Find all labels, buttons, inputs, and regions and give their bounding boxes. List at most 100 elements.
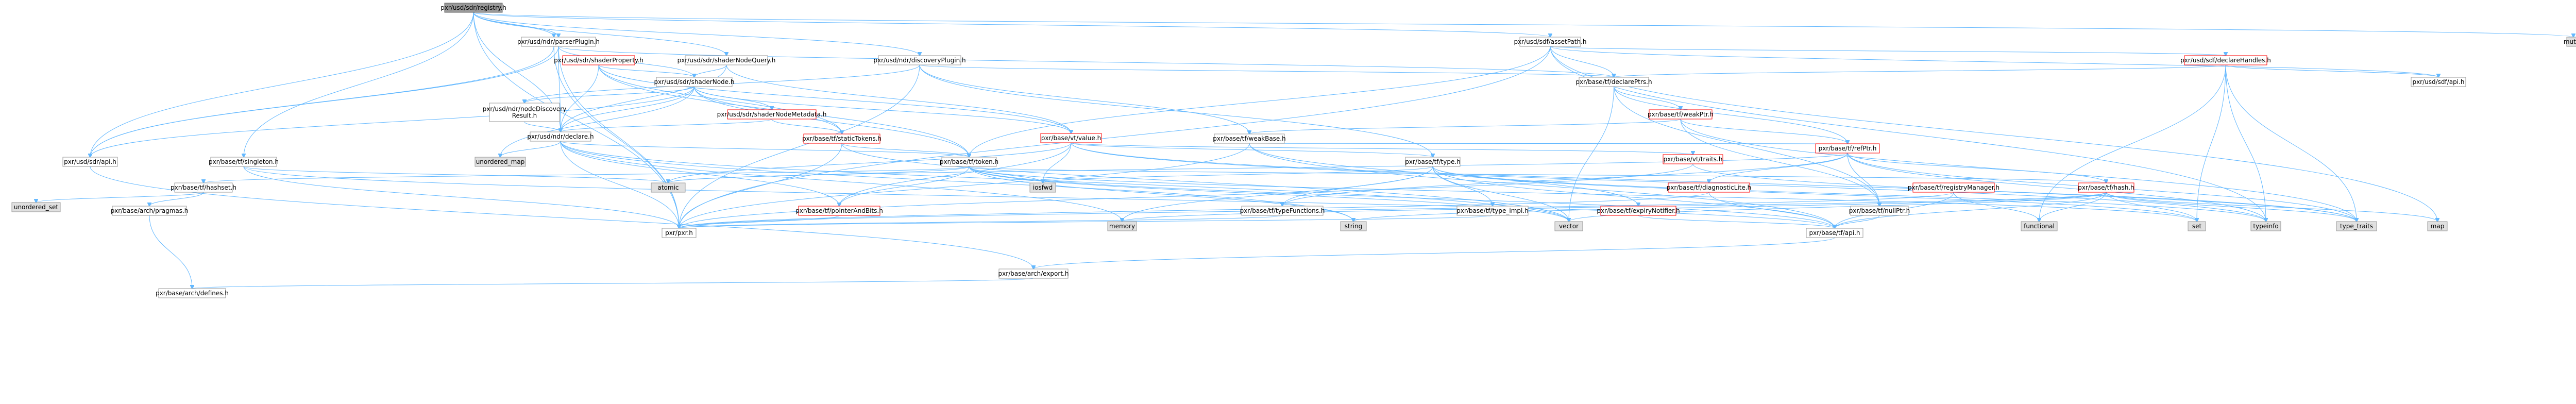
node-mutex[interactable]: mutex bbox=[2564, 37, 2576, 47]
node-tf_token[interactable]: pxr/base/tf/token.h bbox=[940, 157, 998, 167]
node-sdr_shaderNode[interactable]: pxr/usd/sdr/shaderNode.h bbox=[654, 77, 735, 87]
node-registry[interactable]: pxr/usd/sdr/registry.h bbox=[440, 3, 506, 13]
edge-sdr_shaderNodeQuery-to-sdr_shaderNode bbox=[694, 64, 727, 77]
node-box bbox=[210, 157, 277, 167]
node-diagnosticLite[interactable]: pxr/base/tf/diagnosticLite.h bbox=[1667, 182, 1752, 193]
node-label: pxr/base/tf/declarePtrs.h bbox=[1575, 78, 1652, 86]
node-functional[interactable]: functional bbox=[2021, 221, 2058, 231]
node-typeinfo[interactable]: typeinfo bbox=[2250, 221, 2281, 231]
node-singleton[interactable]: pxr/base/tf/singleton.h bbox=[209, 157, 279, 167]
edge-sdr_shaderNode-to-sdr_api bbox=[90, 86, 694, 157]
node-pxr[interactable]: pxr/pxr.h bbox=[662, 228, 697, 238]
node-nullPtr[interactable]: pxr/base/tf/nullPtr.h bbox=[1849, 206, 1910, 216]
edge-declareHandles-to-sdf_api bbox=[2225, 64, 2438, 77]
node-sdr_api[interactable]: pxr/usd/sdr/api.h bbox=[62, 157, 118, 167]
edge-sdr_shaderProperty-to-ndr_declare bbox=[561, 64, 599, 132]
node-box bbox=[1405, 157, 1461, 167]
node-box bbox=[158, 288, 226, 298]
node-typeFunctions[interactable]: pxr/base/tf/typeFunctions.h bbox=[1240, 206, 1325, 216]
node-box bbox=[2566, 37, 2576, 47]
node-label: pxr/usd/ndr/nodeDiscovery bbox=[483, 106, 567, 113]
node-box bbox=[1663, 154, 1723, 164]
edge-registry-to-assetPath bbox=[473, 12, 1550, 37]
edge-sdr_shaderProperty-to-vt_value bbox=[598, 64, 1071, 133]
node-iosfwd[interactable]: iosfwd bbox=[1029, 182, 1056, 193]
node-vt_traits[interactable]: pxr/base/vt/traits.h bbox=[1663, 154, 1723, 164]
node-atomic[interactable]: atomic bbox=[651, 182, 686, 193]
node-label: pxr/base/tf/staticTokens.h bbox=[802, 135, 882, 142]
edge-expiryNotifier-to-tf_api bbox=[1638, 215, 1835, 228]
node-vector[interactable]: vector bbox=[1554, 221, 1583, 231]
edge-tf_token-to-tf_api bbox=[969, 166, 1835, 228]
node-label: pxr/base/vt/traits.h bbox=[1664, 156, 1723, 163]
node-unordered_map[interactable]: unordered_map bbox=[474, 157, 526, 167]
node-weakBase[interactable]: pxr/base/tf/weakBase.h bbox=[1213, 133, 1286, 144]
node-sdf_api[interactable]: pxr/usd/sdf/api.h bbox=[2411, 77, 2466, 87]
edge-vt_value-to-atomic bbox=[668, 142, 1072, 183]
node-box bbox=[1519, 37, 1581, 47]
node-box bbox=[474, 157, 526, 167]
node-weakPtr[interactable]: pxr/base/tf/weakPtr.h bbox=[1648, 109, 1714, 120]
edge-tf_hash-to-type_traits bbox=[2106, 192, 2357, 222]
edge-assetPath-to-declareHandles bbox=[1550, 46, 2226, 56]
node-arch_export[interactable]: pxr/base/arch/export.h bbox=[998, 268, 1069, 279]
node-set[interactable]: set bbox=[2188, 221, 2206, 231]
edge-declarePtrs-to-weakPtr bbox=[1614, 86, 1681, 110]
node-tf_api[interactable]: pxr/base/tf/api.h bbox=[1806, 228, 1863, 238]
edge-weakBase-to-tf_api bbox=[1249, 143, 1835, 228]
node-pragmas[interactable]: pxr/base/arch/pragmas.h bbox=[111, 206, 189, 216]
node-label: atomic bbox=[657, 184, 679, 191]
node-declareHandles[interactable]: pxr/usd/sdf/declareHandles.h bbox=[2180, 55, 2271, 65]
edge-tf_type-to-set bbox=[1432, 166, 2197, 222]
edge-tf_type-to-iosfwd bbox=[1043, 166, 1433, 183]
node-type_impl[interactable]: pxr/base/tf/type_impl.h bbox=[1456, 206, 1529, 216]
node-pointerAndBits[interactable]: pxr/base/tf/pointerAndBits.h bbox=[795, 206, 883, 216]
node-unordered_set[interactable]: unordered_set bbox=[11, 202, 61, 212]
edge-ndr_declare-to-pxr bbox=[560, 141, 679, 228]
node-staticTokens[interactable]: pxr/base/tf/staticTokens.h bbox=[802, 133, 882, 144]
node-refPtr[interactable]: pxr/base/tf/refPtr.h bbox=[1815, 143, 1880, 154]
node-tf_hash[interactable]: pxr/base/tf/hash.h bbox=[2078, 182, 2134, 193]
node-box bbox=[2184, 55, 2267, 65]
node-label: memory bbox=[1109, 223, 1135, 230]
node-box bbox=[2021, 221, 2058, 231]
node-expiryNotifier[interactable]: pxr/base/tf/expiryNotifier.h bbox=[1597, 206, 1680, 216]
node-box bbox=[1806, 228, 1863, 238]
node-ndr_declare[interactable]: pxr/usd/ndr/declare.h bbox=[527, 131, 594, 142]
node-box bbox=[798, 206, 880, 216]
node-label: pxr/usd/sdf/assetPath.h bbox=[1514, 38, 1586, 45]
node-arch_defines[interactable]: pxr/base/arch/defines.h bbox=[156, 288, 229, 298]
edge-tf_token-to-hashset bbox=[204, 166, 970, 183]
node-label: map bbox=[2431, 223, 2445, 230]
node-box bbox=[1107, 221, 1137, 231]
edge-staticTokens-to-tf_token bbox=[841, 143, 969, 157]
edge-singleton-to-pxr bbox=[243, 166, 679, 228]
edge-declarePtrs-to-refPtr bbox=[1614, 86, 1848, 144]
node-memory[interactable]: memory bbox=[1107, 221, 1137, 231]
edge-tf_hash-to-functional bbox=[2039, 192, 2107, 222]
edge-sdr_shaderNodeQuery-to-ndr_declare bbox=[561, 64, 727, 132]
node-box bbox=[685, 55, 768, 65]
node-assetPath[interactable]: pxr/usd/sdf/assetPath.h bbox=[1514, 37, 1587, 47]
node-type_traits[interactable]: type_traits bbox=[2336, 221, 2377, 231]
node-string[interactable]: string bbox=[1340, 221, 1367, 231]
node-registryManager[interactable]: pxr/base/tf/registryManager.h bbox=[1908, 182, 1999, 193]
node-box bbox=[1340, 221, 1367, 231]
node-discoveryPlugin[interactable]: pxr/usd/ndr/discoveryPlugin.h bbox=[873, 55, 966, 65]
edge-discoveryPlugin-to-declarePtrs bbox=[919, 64, 1614, 77]
node-label: pxr/base/arch/defines.h bbox=[156, 290, 229, 297]
node-sdr_shaderNodeQuery[interactable]: pxr/usd/sdr/shaderNodeQuery.h bbox=[677, 55, 776, 65]
node-hashset[interactable]: pxr/base/tf/hashset.h bbox=[171, 182, 236, 193]
node-label: pxr/usd/ndr/declare.h bbox=[527, 133, 594, 140]
node-vt_value[interactable]: pxr/base/vt/value.h bbox=[1040, 133, 1102, 143]
node-sdr_shaderMetadata[interactable]: pxr/usd/sdr/shaderNodeMetadata.h bbox=[717, 109, 827, 120]
node-map[interactable]: map bbox=[2427, 221, 2448, 231]
node-tf_type[interactable]: pxr/base/tf/type.h bbox=[1405, 157, 1461, 167]
node-parserPlugin[interactable]: pxr/usd/ndr/parserPlugin.h bbox=[517, 37, 600, 47]
node-box bbox=[444, 3, 503, 13]
node-box bbox=[941, 157, 997, 167]
node-sdr_shaderProperty[interactable]: pxr/usd/sdr/shaderProperty.h bbox=[554, 55, 643, 65]
node-declarePtrs[interactable]: pxr/base/tf/declarePtrs.h bbox=[1575, 77, 1652, 87]
